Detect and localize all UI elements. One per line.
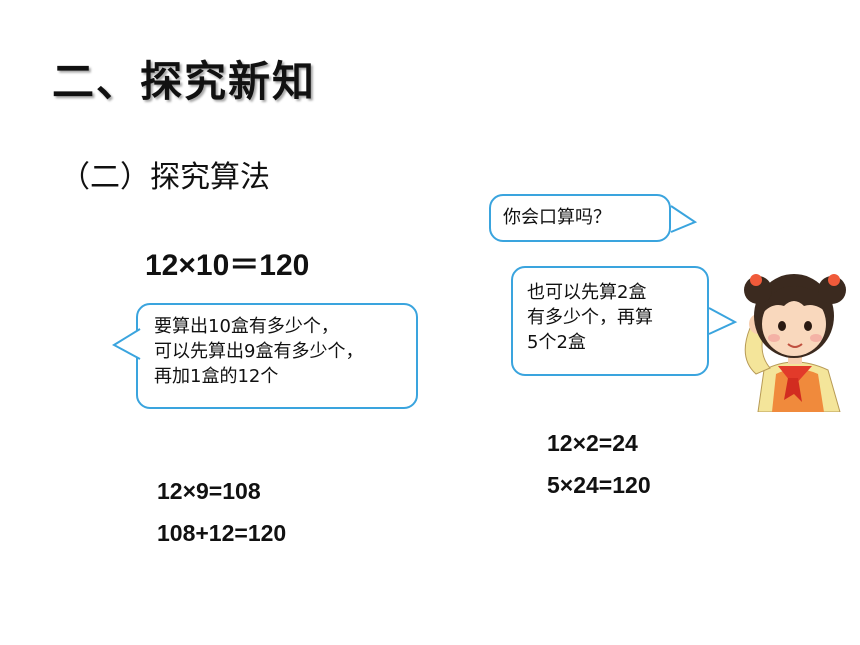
- right-bubble-line-2: 有多少个，再算: [527, 307, 653, 329]
- main-equation: 12×10＝120: [145, 249, 310, 282]
- left-speech-bubble: 要算出10盒有多少个， 可以先算出9盒有多少个， 再加1盒的12个: [111, 303, 418, 409]
- bubble-tail: [708, 307, 738, 335]
- right-step-2: 5×24=120: [547, 472, 651, 498]
- right-bubble-line-3: 5个2盒: [527, 332, 586, 354]
- question-text: 你会口算吗？: [503, 207, 611, 228]
- question-bubble: 你会口算吗？: [489, 194, 698, 242]
- left-bubble-line-1: 要算出10盒有多少个，: [154, 316, 339, 337]
- section-subtitle: （二）探究算法: [60, 160, 270, 195]
- right-step-1: 12×2=24: [547, 430, 638, 456]
- right-bubble-line-1: 也可以先算2盒: [527, 282, 647, 303]
- bubble-tail: [670, 205, 698, 233]
- bubble-tail: [111, 328, 141, 360]
- left-bubble-line-3: 再加1盒的12个: [154, 366, 279, 388]
- slide-title: 二、探究新知: [52, 57, 317, 106]
- girl-thinking-illustration: [744, 274, 846, 412]
- left-step-1: 12×9=108: [157, 478, 261, 504]
- left-bubble-line-2: 可以先算出9盒有多少个，: [154, 341, 364, 363]
- right-speech-bubble: 也可以先算2盒 有多少个，再算 5个2盒: [511, 266, 738, 376]
- left-step-2: 108+12=120: [157, 520, 287, 546]
